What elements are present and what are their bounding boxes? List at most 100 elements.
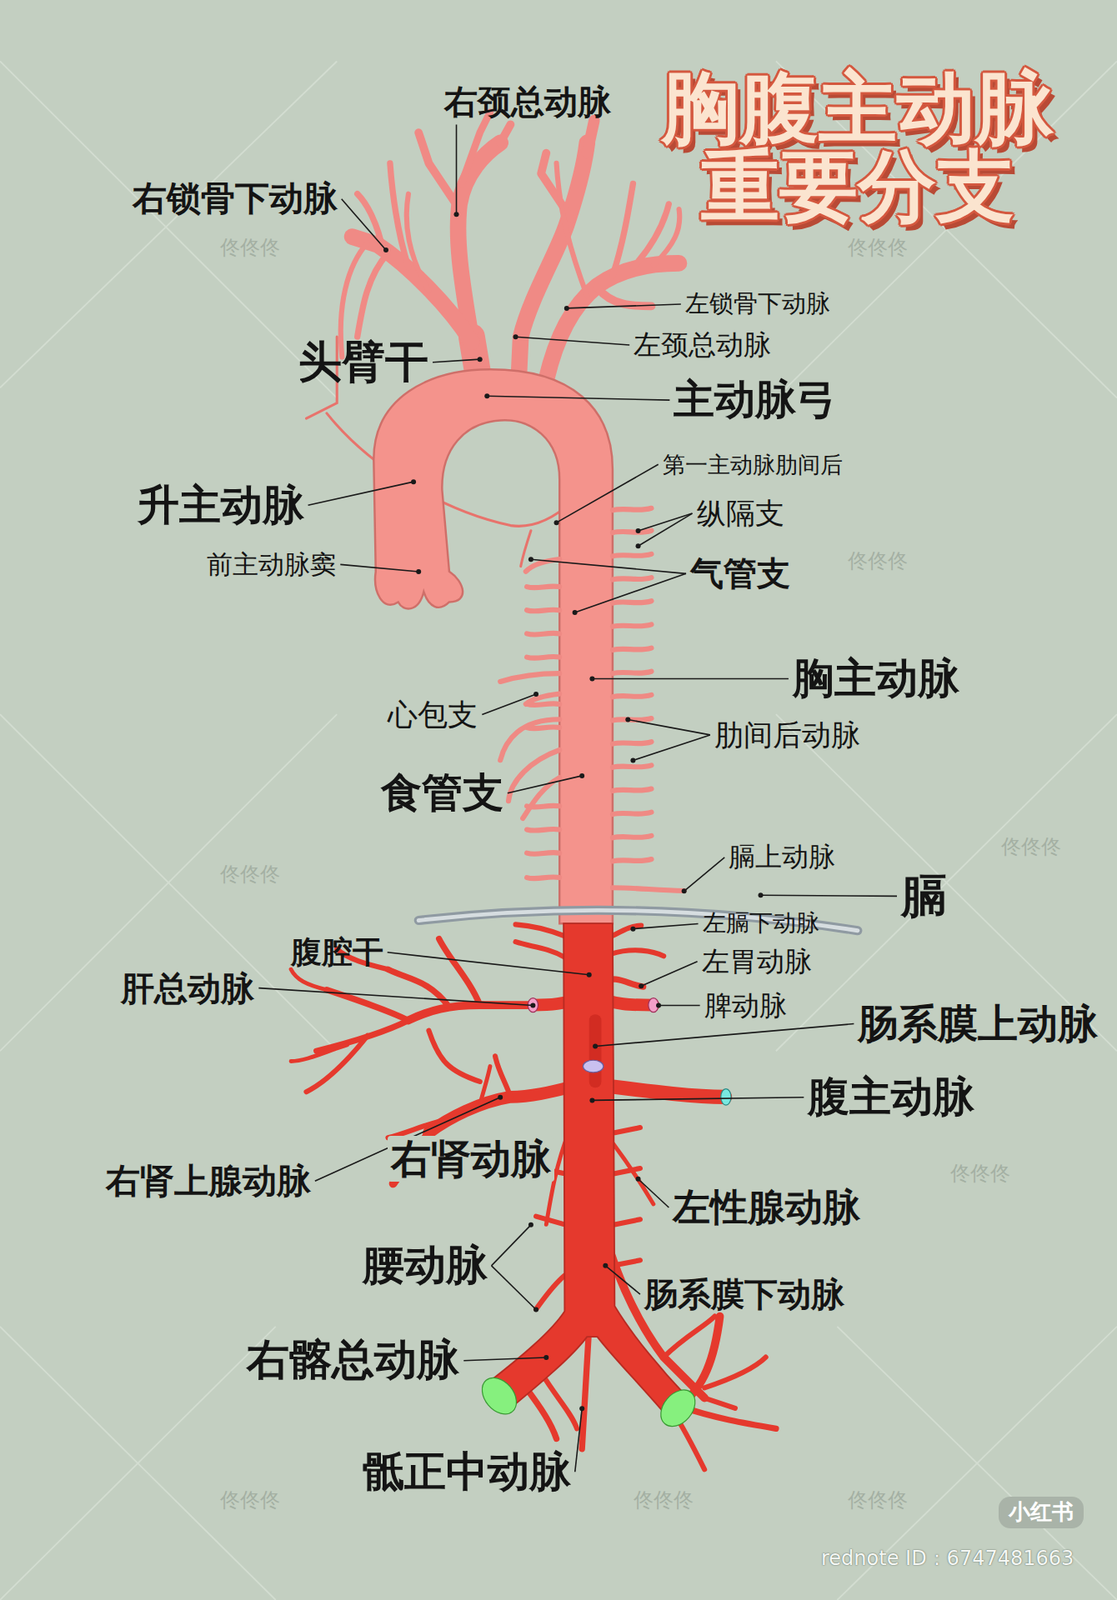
leader-line	[530, 559, 687, 574]
leader-line	[491, 1225, 531, 1267]
leader-line	[387, 952, 590, 976]
part-label: 膈上动脉	[728, 841, 836, 873]
watermark: 佟佟佟	[220, 1489, 281, 1513]
part-label: 肝总动脉	[120, 969, 255, 1008]
part-label: 肋间后动脉	[714, 718, 861, 752]
thoracic-aorta	[373, 369, 613, 924]
leader-line	[481, 694, 536, 715]
leader-line	[308, 481, 415, 506]
leader-dot	[630, 758, 636, 764]
leader-line	[632, 924, 698, 930]
leader-dot	[530, 1002, 536, 1008]
leader-dot	[602, 1263, 608, 1269]
leader-line	[605, 1266, 641, 1295]
leader-line	[341, 199, 386, 251]
leader-line	[638, 513, 693, 546]
leader-dot	[564, 305, 570, 311]
part-label: 脾动脉	[704, 990, 787, 1022]
leader-dot	[589, 676, 595, 682]
leader-dot	[528, 556, 534, 562]
part-label: 前主动脉窦	[206, 550, 336, 581]
leader-line	[463, 1357, 546, 1362]
leader-line	[684, 857, 726, 892]
leader-line	[566, 304, 682, 309]
leader-dot	[415, 569, 421, 575]
leader-dot	[589, 1097, 595, 1103]
leader-dot	[681, 888, 687, 894]
part-label: 右肾动脉	[387, 1136, 555, 1183]
leader-dot	[579, 773, 585, 779]
leader-line	[638, 1179, 670, 1208]
leader-dot	[533, 1307, 539, 1313]
part-label: 肠系膜上动脉	[857, 1001, 1098, 1047]
leader-line	[575, 573, 687, 613]
leader-dot	[586, 972, 592, 978]
leader-line	[340, 564, 419, 572]
leader-dot	[656, 1002, 662, 1008]
leader-line	[455, 124, 458, 215]
leader-line	[658, 1005, 701, 1007]
watermark: 佟佟佟	[950, 1162, 1011, 1187]
part-label: 心包支	[387, 697, 478, 732]
leader-dot	[630, 926, 636, 932]
part-label: 膈	[901, 870, 947, 923]
leader-dot	[758, 892, 764, 898]
part-label: 左胃动脉	[701, 946, 812, 978]
part-label: 右髂总动脉	[246, 1336, 460, 1386]
leader-dot	[636, 528, 642, 534]
leader-dot	[592, 1043, 598, 1049]
leader-dot	[528, 1222, 534, 1228]
leader-dot	[625, 717, 631, 723]
part-label: 左性腺动脉	[672, 1186, 861, 1230]
part-label: 胸主动脉	[792, 655, 960, 704]
iliac-cut	[653, 1383, 702, 1434]
leader-dot	[383, 247, 389, 253]
leader-line	[486, 395, 670, 401]
watermark: 佟佟佟	[220, 863, 281, 887]
leader-dot	[543, 1355, 549, 1361]
leader-dot	[477, 356, 483, 362]
leader-dot	[554, 520, 560, 526]
leader-line	[761, 895, 897, 897]
leader-line	[556, 464, 659, 523]
part-label: 骶正中动脉	[362, 1448, 572, 1498]
part-label: 右颈总动脉	[444, 82, 612, 121]
watermark: 佟佟佟	[1001, 836, 1062, 860]
part-label: 腹主动脉	[807, 1073, 975, 1123]
leader-dot	[454, 211, 460, 217]
leader-dot	[572, 610, 578, 616]
part-label: 腹腔干	[290, 935, 384, 972]
part-label: 左锁骨下动脉	[685, 290, 831, 318]
leader-line	[632, 735, 710, 762]
leader-dot	[533, 691, 539, 697]
part-label: 右肾上腺动脉	[105, 1162, 311, 1202]
leader-line	[591, 1097, 804, 1102]
leader-line	[591, 678, 789, 681]
leader-dot	[638, 983, 644, 989]
leader-line	[641, 961, 697, 987]
leader-dot	[513, 334, 519, 340]
leader-line	[432, 359, 481, 363]
leader-line	[627, 720, 711, 736]
part-label: 气管支	[690, 554, 791, 593]
watermark: 佟佟佟	[847, 1489, 908, 1513]
part-label: 左膈下动脉	[702, 910, 820, 937]
part-label: 升主动脉	[137, 481, 305, 531]
renal-cut	[721, 1089, 732, 1107]
leader-line	[491, 1266, 537, 1311]
background-grid	[0, 60, 1117, 1600]
part-label: 主动脉弓	[673, 376, 837, 424]
leader-line	[515, 336, 631, 346]
leader-dot	[484, 393, 490, 399]
leader-line	[258, 988, 533, 1007]
leader-dot	[636, 1177, 642, 1183]
title: 胸腹主动脉 重要分支	[641, 69, 1075, 226]
leader-line	[638, 513, 693, 531]
part-label: 肠系膜下动脉	[644, 1275, 845, 1314]
watermark-id: rednote ID：6747481663	[821, 1547, 1074, 1572]
leader-line	[507, 776, 582, 794]
part-label: 头臂干	[298, 337, 429, 388]
leader-dot	[410, 479, 416, 485]
part-label: 右锁骨下动脉	[132, 179, 338, 219]
